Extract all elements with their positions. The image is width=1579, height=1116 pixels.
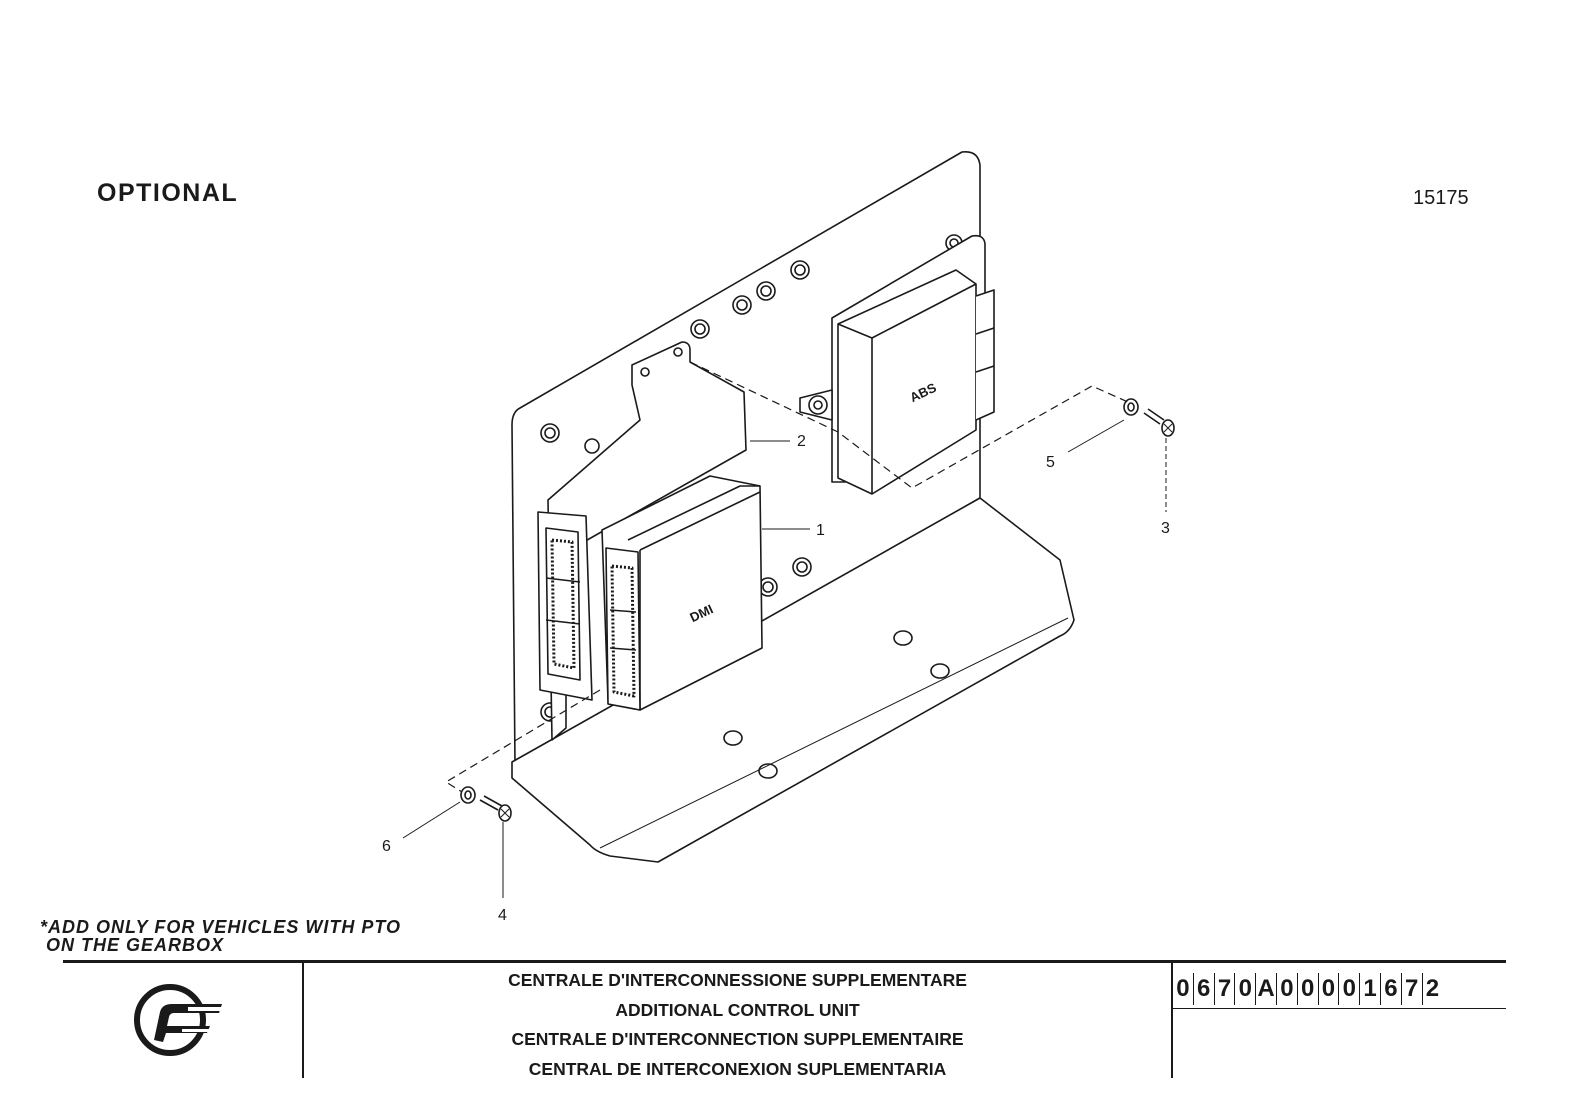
part-code-char: 6: [1194, 973, 1215, 1005]
title-spanish: CENTRAL DE INTERCONEXION SUPLEMENTARIA: [528, 1058, 947, 1079]
part-code-char: 2: [1425, 975, 1440, 1002]
bottom-flange: [511, 497, 1075, 863]
part-code-char: 0: [1277, 973, 1298, 1005]
part-code-underline: [1173, 1008, 1506, 1009]
part-code-char: A: [1256, 973, 1277, 1005]
title-italian: CENTRALE D'INTERCONNESSIONE SUPPLEMENTAR…: [508, 970, 967, 990]
brand-logo-icon: [134, 984, 222, 1056]
washer-right: [1123, 398, 1139, 416]
screw-right: [1143, 408, 1175, 437]
part-code-char: 0: [1173, 973, 1194, 1005]
title-french: CENTRALE D'INTERCONNECTION SUPPLEMENTAIR…: [511, 1029, 964, 1049]
title-block-divider-left: [302, 962, 304, 1078]
part-code: 0 6 7 0 A 0 0 0 0 1 6 7 2: [1173, 973, 1442, 1005]
part-code-char: 0: [1319, 973, 1340, 1005]
callout-6: 6: [382, 838, 391, 855]
part-code-char: 7: [1402, 973, 1423, 1005]
title-block-border: [63, 960, 1506, 963]
left-connector: [537, 511, 593, 701]
callout-5: 5: [1046, 454, 1055, 471]
part-code-char: 1: [1360, 973, 1381, 1005]
pto-note-line2: ON THE GEARBOX: [40, 935, 225, 955]
callout-numbers: 1 2 3 4 5 6: [382, 433, 1170, 924]
part-code-char: 0: [1339, 973, 1361, 1005]
callout-1: 1: [816, 522, 825, 539]
abs-control-unit: [837, 269, 995, 495]
part-code-char: 7: [1215, 973, 1236, 1005]
dmi-control-unit: [601, 475, 763, 711]
drawing-reference-number: 15175: [1413, 187, 1469, 209]
title-english: ADDITIONAL CONTROL UNIT: [615, 999, 860, 1020]
callout-2: 2: [797, 433, 806, 450]
part-code-char: 6: [1381, 973, 1402, 1005]
optional-label: OPTIONAL: [97, 179, 239, 207]
part-code-char: 0: [1235, 973, 1257, 1005]
title-block-descriptions: CENTRALE D'INTERCONNESSIONE SUPPLEMENTAR…: [304, 966, 1171, 1084]
pto-note-line1: *ADD ONLY FOR VEHICLES WITH PTO: [40, 917, 402, 937]
screw-left: [479, 795, 512, 822]
title-block-divider-right: [1171, 962, 1173, 1078]
washer-left: [460, 786, 476, 804]
callout-4: 4: [498, 907, 507, 924]
callout-3: 3: [1161, 520, 1170, 537]
pto-note: *ADD ONLY FOR VEHICLES WITH PTO ON THE G…: [40, 918, 401, 954]
part-code-char: 0: [1298, 973, 1319, 1005]
